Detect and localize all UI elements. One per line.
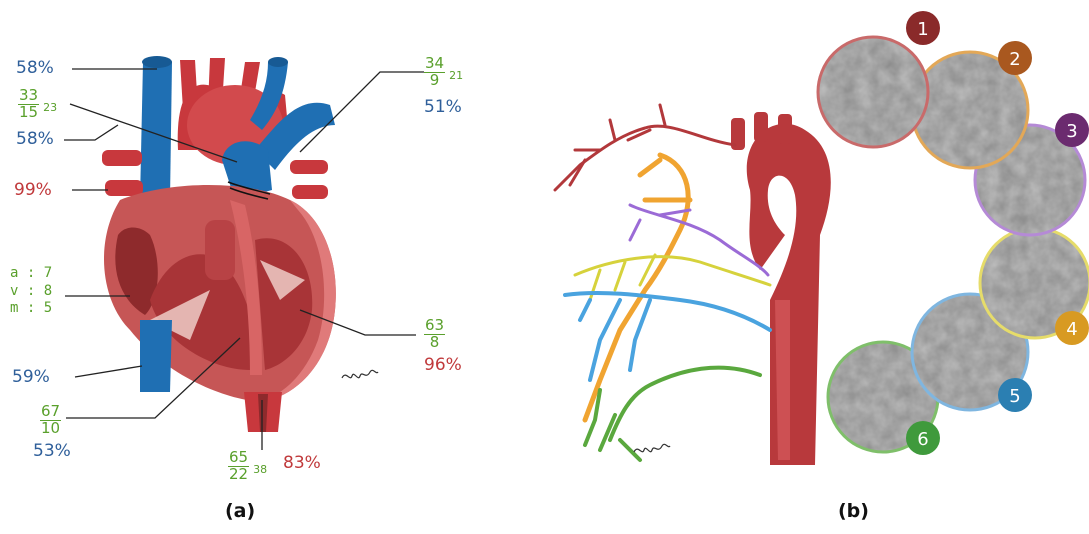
aortic-branch-1 [180, 60, 198, 110]
ra-pressure-a: a : 7 [10, 265, 52, 283]
svc-saturation: 58% [16, 60, 54, 77]
caption-a: (a) [225, 500, 255, 522]
desc-frac-extra: 38 [253, 463, 267, 476]
svc-opening [142, 56, 172, 68]
pa-frac-extra: 23 [43, 101, 57, 114]
inner-wall-detail [205, 220, 235, 280]
rv-saturation: 53% [33, 443, 71, 460]
angiogram-badge-4: 4 [1055, 311, 1089, 345]
pulmonary-vein-saturation: 99% [14, 182, 52, 199]
vessel-red [555, 105, 735, 190]
vessel-green [585, 368, 760, 460]
lv-frac-den: 8 [430, 335, 440, 351]
rv-frac-den: 10 [41, 421, 60, 437]
ra-pressure-m: m : 5 [10, 300, 52, 318]
angiogram-badge-3: 3 [1055, 113, 1089, 147]
signature-mark [342, 370, 378, 378]
angiogram-badge-2: 2 [998, 41, 1032, 75]
inferior-vena-cava [140, 320, 172, 392]
svg-text:4: 4 [1066, 319, 1077, 340]
angiogram-badge-6: 6 [906, 421, 940, 455]
signature-mark-b [634, 444, 670, 452]
aorta-top-extra: 21 [449, 69, 463, 82]
vessel-blue [565, 293, 770, 380]
angiogram-1 [818, 37, 928, 147]
pulmonary-vein-left-2 [105, 180, 143, 196]
vessel-orange [585, 155, 690, 420]
descending-aorta-saturation: 83% [283, 455, 321, 472]
aorta-top-saturation: 51% [424, 99, 462, 116]
aorta-top-den: 9 [430, 73, 440, 89]
caption-b: (b) [838, 500, 869, 522]
heart-diagram [102, 56, 378, 432]
svg-text:5: 5 [1009, 386, 1020, 407]
angiogram-badge-1: 1 [906, 11, 940, 45]
lv-saturation: 96% [424, 357, 462, 374]
pulmonary-vein-right-2 [292, 185, 328, 199]
rpa-saturation: 58% [16, 131, 54, 148]
svg-text:6: 6 [917, 429, 928, 450]
ivc-saturation: 59% [12, 369, 50, 386]
vessel-tree [555, 105, 831, 465]
pa-frac-den: 15 [19, 105, 38, 121]
ra-pressure-v: v : 8 [10, 283, 52, 301]
angiogram-badge-5: 5 [998, 378, 1032, 412]
superior-vena-cava [140, 62, 172, 200]
svg-text:2: 2 [1009, 49, 1020, 70]
desc-frac-den: 22 [229, 467, 248, 483]
ra-pressures: a : 7 v : 8 m : 5 [10, 265, 52, 318]
svg-text:1: 1 [917, 19, 928, 40]
pulmonary-vein-right-1 [290, 160, 328, 174]
pulmonary-vein-left-1 [102, 150, 142, 166]
pa-opening [268, 57, 288, 67]
svg-text:3: 3 [1066, 121, 1077, 142]
